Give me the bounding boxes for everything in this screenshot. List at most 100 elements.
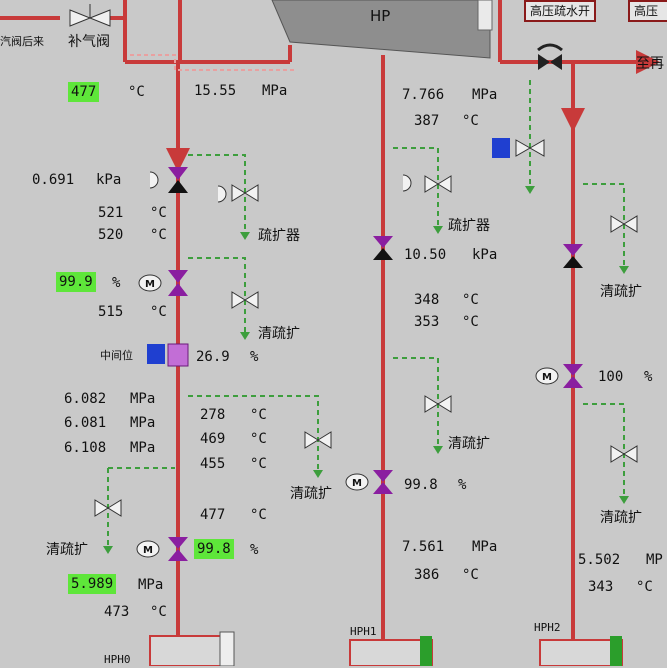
right-pressure-5502: 5.502 — [578, 552, 621, 568]
mid-temp-348: 348 — [414, 292, 440, 308]
level-actuator-icon[interactable] — [147, 343, 189, 367]
unit: MPa — [472, 87, 498, 103]
drain-expander-label: 疏扩器 — [258, 228, 300, 244]
valve-opening-value: 99.9 — [56, 272, 96, 292]
unit: % — [458, 477, 467, 493]
mid-temp-386: 386 — [414, 567, 440, 583]
pressure-6081: 6.081 — [64, 415, 107, 431]
unit: °C — [250, 407, 267, 423]
unit: °C — [250, 456, 267, 472]
main-steam-temp-value: 477 — [68, 82, 100, 102]
heater-hph0[interactable] — [149, 631, 235, 666]
unit: °C — [128, 84, 145, 100]
mid-pressure-7561: 7.561 — [402, 539, 445, 555]
heater-hph2-label: HPH2 — [534, 621, 561, 634]
unit: °C — [150, 604, 167, 620]
heater-hph1[interactable] — [349, 636, 433, 666]
hp-drain-open-button[interactable]: 高压疏水开 — [524, 0, 597, 22]
valve-left-3-icon[interactable] — [168, 537, 188, 561]
valve-left-1-icon[interactable] — [168, 167, 188, 193]
mid-level-label: 中间位 — [100, 349, 133, 362]
unit: °C — [150, 227, 167, 243]
actuator-blue-icon[interactable] — [492, 138, 545, 158]
unit: kPa — [96, 172, 122, 188]
unit: °C — [462, 314, 479, 330]
svg-text:M: M — [145, 279, 155, 290]
unit: MPa — [138, 577, 164, 593]
valve-2-opening-value: 99.8 — [194, 539, 234, 559]
svg-text:M: M — [542, 372, 552, 383]
unit: MPa — [472, 539, 498, 555]
unit: °C — [150, 304, 167, 320]
unit: °C — [462, 292, 479, 308]
svg-text:M: M — [352, 478, 362, 489]
hp-right-button[interactable]: 高压 — [628, 0, 667, 22]
unit: °C — [250, 507, 267, 523]
hp-turbine — [271, 0, 493, 59]
mid-kpa-value: 10.50 — [404, 247, 447, 263]
right-clear-drain-label-1: 清疏扩 — [600, 284, 642, 300]
control-lines — [107, 80, 625, 550]
unit: kPa — [472, 247, 498, 263]
unit: MPa — [130, 440, 156, 456]
drain-valves[interactable] — [94, 171, 638, 517]
mid-temp-387: 387 — [414, 113, 440, 129]
clear-drain-label: 清疏扩 — [258, 326, 300, 342]
main-steam-pressure: 15.55 — [194, 83, 237, 99]
valve-left-2-icon[interactable] — [168, 270, 188, 296]
temp-278: 278 — [200, 407, 226, 423]
mid-temp-353: 353 — [414, 314, 440, 330]
mid-drain-label: 疏扩器 — [448, 218, 490, 234]
temp-473: 473 — [104, 604, 130, 620]
top-steam-pipes — [0, 0, 660, 640]
clear-drain-label-3: 清疏扩 — [46, 542, 88, 558]
temp-520: 520 — [98, 227, 124, 243]
clear-drain-label-2: 清疏扩 — [290, 486, 332, 502]
unit: MPa — [130, 415, 156, 431]
unit: MPa — [262, 83, 288, 99]
valve-right-1-icon[interactable] — [563, 244, 583, 268]
unit: % — [112, 275, 121, 291]
temp-455: 455 — [200, 456, 226, 472]
heater-hph0-label: HPH0 — [104, 653, 131, 666]
drain-arrows — [103, 186, 629, 554]
unit: °C — [150, 205, 167, 221]
extraction-pressure-value: 5.989 — [68, 574, 117, 594]
valve-mid-1-icon[interactable] — [373, 236, 393, 260]
temp-521: 521 — [98, 205, 124, 221]
make-up-valve-label: 补气阀 — [68, 34, 110, 50]
hp-turbine-label: HP — [370, 7, 391, 25]
right-temp-343: 343 — [588, 579, 614, 595]
unit: % — [644, 369, 653, 385]
svg-text:M: M — [143, 545, 153, 556]
pressure-6082: 6.082 — [64, 391, 107, 407]
temp-477: 477 — [200, 507, 226, 523]
motor-icons[interactable] — [136, 274, 559, 558]
unit: % — [250, 542, 259, 558]
vacuum-value: 0.691 — [32, 172, 75, 188]
outlet-valve-icon[interactable] — [537, 43, 563, 70]
mid-clear-drain-label: 清疏扩 — [448, 436, 490, 452]
unit: °C — [250, 431, 267, 447]
right-clear-drain-label-2: 清疏扩 — [600, 510, 642, 526]
temp-469: 469 — [200, 431, 226, 447]
mid-level-value: 26.9 — [196, 349, 230, 365]
unit: °C — [462, 113, 479, 129]
unit: °C — [636, 579, 653, 595]
unit: MP — [646, 552, 663, 568]
make-up-valve-icon[interactable] — [69, 4, 111, 27]
outlet-label: 至再 — [636, 56, 664, 72]
temp-515: 515 — [98, 304, 124, 320]
mid-valve-opening: 99.8 — [404, 477, 438, 493]
pressure-6108: 6.108 — [64, 440, 107, 456]
valve-right-2-icon[interactable] — [563, 364, 583, 388]
heater-hph1-label: HPH1 — [350, 625, 377, 638]
unit: % — [250, 349, 259, 365]
heater-hph2[interactable] — [539, 636, 623, 666]
unit: MPa — [130, 391, 156, 407]
valve-mid-2-icon[interactable] — [373, 470, 393, 494]
inlet-pipe-label: 汽阀后来 — [0, 35, 44, 48]
right-valve-opening: 100 — [598, 369, 624, 385]
mid-pressure-7766: 7.766 — [402, 87, 445, 103]
